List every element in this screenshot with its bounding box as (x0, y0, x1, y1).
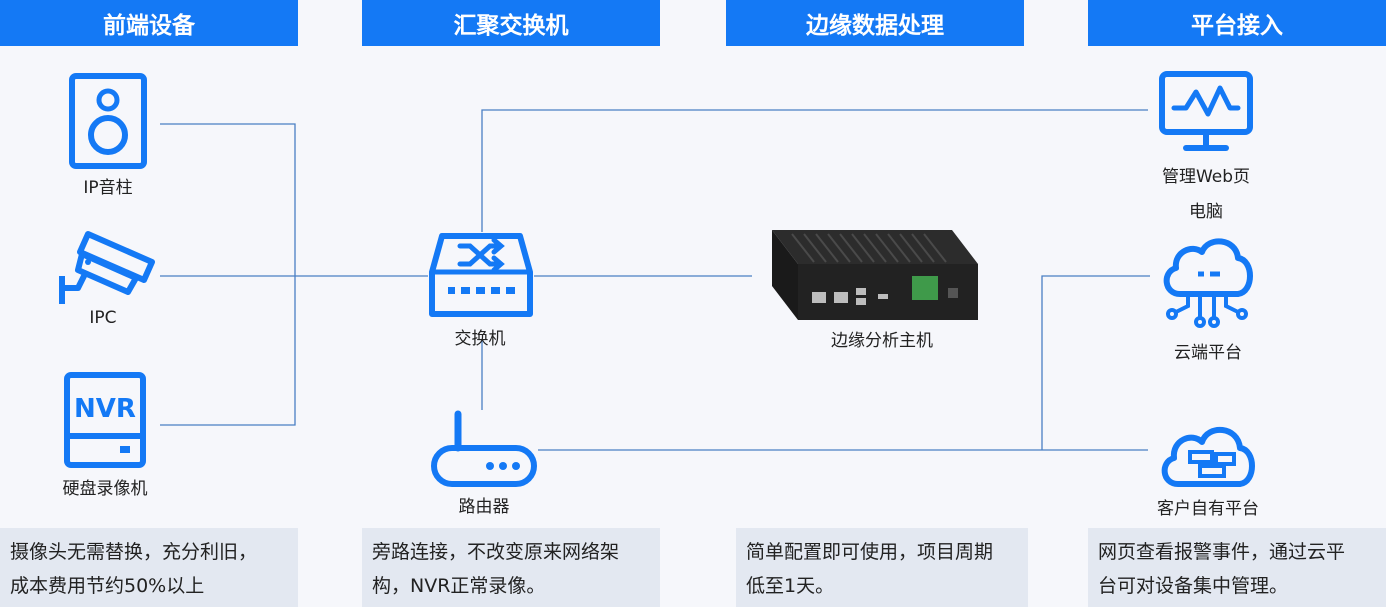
note-switch-line2: 构，NVR正常录像。 (372, 575, 546, 597)
header-edge-processing: 边缘数据处理 (726, 0, 1024, 46)
speaker-icon (69, 73, 147, 169)
nvr-icon-text: NVR (74, 394, 136, 424)
note-front-line1: 摄像头无需替换，充分利旧， (10, 541, 258, 563)
note-platform: 网页查看报警事件，通过云平 台可对设备集中管理。 (1088, 528, 1386, 607)
link-switch-web (481, 109, 1148, 232)
note-platform-line1: 网页查看报警事件，通过云平 (1098, 541, 1346, 563)
nvr-icon: NVR (64, 372, 146, 468)
router-icon (431, 410, 537, 487)
speaker-label: IP音柱 (83, 178, 133, 198)
note-switch-line1: 旁路连接，不改变原来网络架 (372, 541, 620, 563)
header-platform-access: 平台接入 (1088, 0, 1386, 46)
switch-label: 交换机 (454, 329, 506, 349)
note-edge-line2: 低至1天。 (746, 575, 835, 597)
header-front-devices: 前端设备 (0, 0, 298, 46)
link-speaker (160, 123, 296, 276)
web-mgmt-label: 管理Web页 (1161, 167, 1251, 187)
cloud-label: 云端平台 (1174, 343, 1242, 363)
monitor-icon (1159, 71, 1253, 151)
note-switch: 旁路连接，不改变原来网络架 构，NVR正常录像。 (362, 528, 660, 607)
camera-icon (59, 231, 155, 304)
cloud-network-icon (1163, 238, 1253, 328)
edge-host-label: 边缘分析主机 (831, 331, 933, 351)
ipc-label: IPC (89, 308, 117, 328)
switch-icon (429, 233, 533, 317)
pc-label: 电脑 (1189, 202, 1223, 222)
note-front: 摄像头无需替换，充分利旧， 成本费用节约50%以上 (0, 528, 298, 607)
router-label: 路由器 (458, 497, 510, 517)
edge-host-device-icon (772, 230, 978, 320)
nvr-label: 硬盘录像机 (62, 479, 148, 499)
header-aggregation-switch: 汇聚交换机 (362, 0, 660, 46)
note-front-line2: 成本费用节约50%以上 (10, 575, 205, 597)
note-platform-line2: 台可对设备集中管理。 (1098, 575, 1289, 597)
link-cloud (1041, 275, 1150, 450)
private-cloud-icon (1161, 426, 1255, 487)
private-platform-label: 客户自有平台 (1157, 499, 1259, 519)
note-edge: 简单配置即可使用，项目周期 低至1天。 (736, 528, 1028, 607)
note-edge-line1: 简单配置即可使用，项目周期 (746, 541, 994, 563)
link-nvr (160, 276, 296, 426)
